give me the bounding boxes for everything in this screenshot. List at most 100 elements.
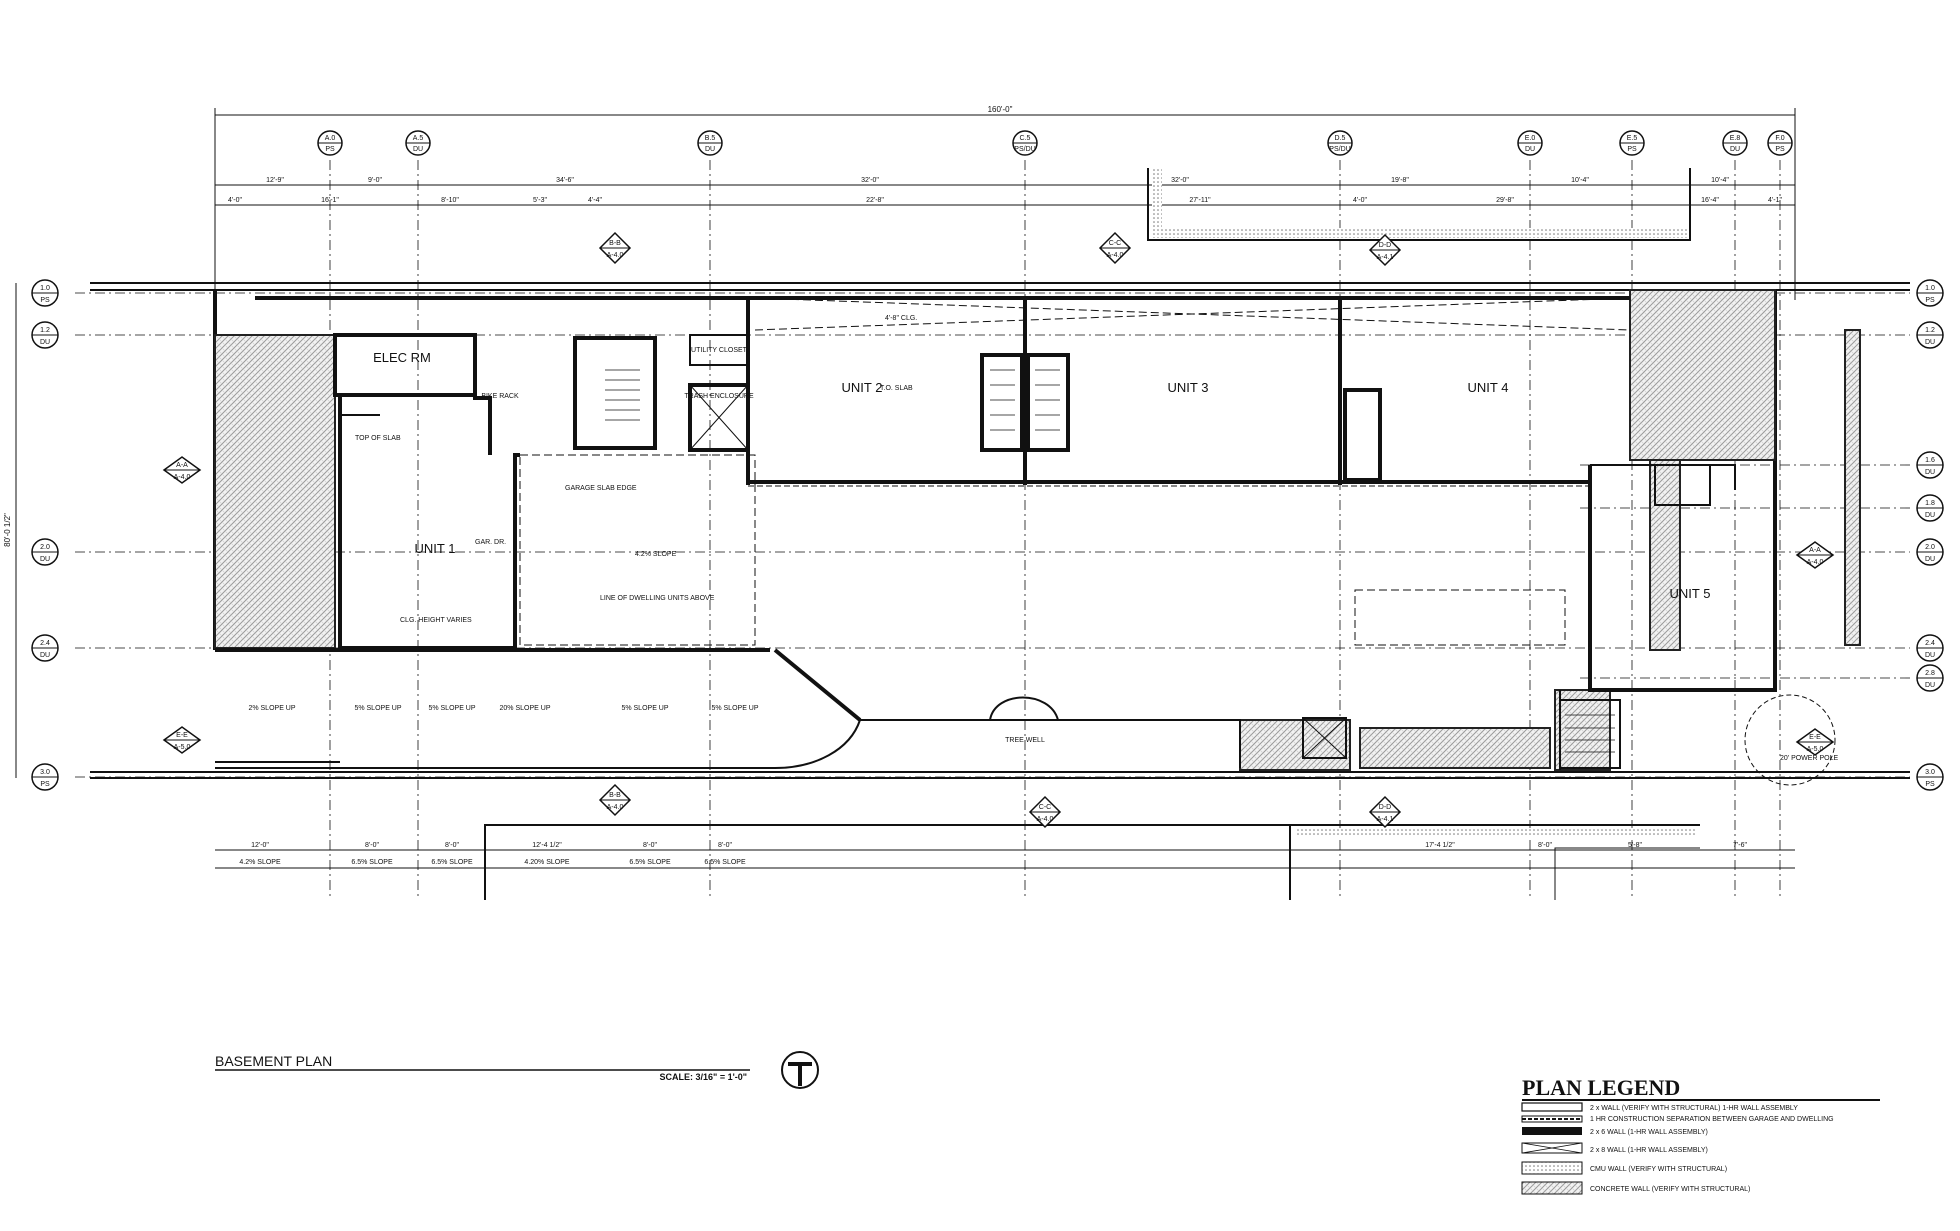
dim-text: 4'-1" [1768,197,1782,204]
dim-text: 8'-0" [365,842,379,849]
svg-text:DU: DU [413,146,423,153]
grid-bubble: 3.0PS [31,763,59,791]
slope-label: 4.2% SLOPE [239,859,281,866]
grid-bubbles-left: 1.0PS 1.2DU 2.0DU 2.4DU 3.0PS [31,279,59,791]
section-mark-d-d-top: D-D A-4.1 [1368,233,1402,267]
svg-text:A-4.0: A-4.0 [1037,816,1054,823]
dim-text: 16'-4" [1701,197,1719,204]
dim-text: 10'-4" [1711,177,1729,184]
svg-text:A-4.0: A-4.0 [1107,252,1124,259]
svg-text:D-D: D-D [1379,242,1391,249]
slope-label: 6.5% SLOPE [704,859,746,866]
svg-text:PS: PS [40,297,50,304]
svg-text:1.2: 1.2 [1925,327,1935,334]
section-markers: A-AA-4.0 A-AA-4.0 E-EA-5.0 E-EA-5.0 B-BA… [162,231,1835,829]
grid-bubble: 2.8DU [1916,664,1944,692]
room-unit2: UNIT 2 [842,380,883,395]
svg-text:1.6: 1.6 [1925,457,1935,464]
svg-text:A-4.0: A-4.0 [607,252,624,259]
bike-rack-label: BIKE RACK [481,393,519,400]
svg-text:PS: PS [1925,781,1935,788]
svg-text:2.0: 2.0 [40,544,50,551]
legend-swatch [1521,1181,1583,1195]
drawing-title-text: BASEMENT PLAN [215,1053,332,1069]
svg-text:A-4.0: A-4.0 [174,474,191,481]
grid-bubble: E.8DU [1722,130,1748,156]
svg-text:E.5: E.5 [1627,135,1638,142]
svg-text:PS: PS [1925,297,1935,304]
svg-text:F.0: F.0 [1775,135,1784,142]
grid-bubble: 2.0DU [31,538,59,566]
drawing-scale: SCALE: 3/16" = 1'-0" [660,1072,747,1082]
dim-text: 8'-10" [441,197,459,204]
dim-text: 8'-0" [1538,842,1552,849]
svg-text:1.8: 1.8 [1925,500,1935,507]
section-mark-c-c-top: C-CA-4.0 [1098,231,1132,265]
trash-label: TRASH ENCLOSURE [684,393,754,400]
svg-text:3.0: 3.0 [40,769,50,776]
svg-text:DU: DU [1925,469,1935,476]
svg-text:B-B: B-B [609,792,621,799]
legend-item: 1 HR CONSTRUCTION SEPARATION BETWEEN GAR… [1590,1116,1834,1123]
svg-text:A-4.0: A-4.0 [607,804,624,811]
dim-text: 4'-4" [588,197,602,204]
adjacent-buildings [484,168,1700,900]
dim-text: 12'-4 1/2" [532,842,562,849]
grid-bubble: 2.4DU [31,634,59,662]
svg-text:DU: DU [705,146,715,153]
slopes-up-labels: 2% SLOPE UP 5% SLOPE UP 5% SLOPE UP 20% … [248,705,758,712]
room-elec: ELEC RM [373,350,431,365]
svg-text:A-A: A-A [1809,547,1821,554]
svg-text:DU: DU [1925,556,1935,563]
svg-text:1.2: 1.2 [40,327,50,334]
slope-label: 6.5% SLOPE [431,859,473,866]
grid-bubble: 1.0PS [31,279,59,307]
dim-text: 5'-8" [1628,842,1642,849]
note-line-dwelling: LINE OF DWELLING UNITS ABOVE [600,595,715,602]
svg-text:DU: DU [40,556,50,563]
section-mark-a-a-left: A-AA-4.0 [162,456,202,484]
svg-text:DU: DU [1925,512,1935,519]
svg-text:A-4.1: A-4.1 [1377,254,1394,261]
svg-text:E.8: E.8 [1730,135,1741,142]
slope-label: 5% SLOPE UP [428,705,475,712]
svg-text:PS: PS [1627,146,1637,153]
slope-label: 2% SLOPE UP [248,705,295,712]
svg-text:DU: DU [40,339,50,346]
slope-label: 6.5% SLOPE [351,859,393,866]
north-arrow-icon [781,1051,819,1089]
dim-text: 19'-8" [1391,177,1409,184]
svg-text:E-E: E-E [1809,734,1821,741]
dim-text: 7'-6" [1733,842,1747,849]
grid-bubble: D.5PS/DU [1327,130,1353,156]
room-labels: ELEC RM UNIT 1 UNIT 2 UNIT 3 UNIT 4 UNIT… [373,347,1710,744]
room-unit1: UNIT 1 [415,541,456,556]
svg-text:2.4: 2.4 [1925,640,1935,647]
grid-bubble: 1.2DU [31,321,59,349]
dims-bottom: 12'-0" 8'-0" 8'-0" 12'-4 1/2" 8'-0" 8'-0… [251,842,1747,849]
dim-text: 9'-0" [368,177,382,184]
section-mark-a-a-right: A-AA-4.0 [1795,541,1835,569]
utility-label: UTILITY CLOSET [691,347,748,354]
svg-text:A.0: A.0 [325,135,336,142]
section-mark-b-b-bottom: B-B A-4.0 [598,783,632,817]
slope-label: 5% SLOPE UP [711,705,758,712]
section-mark-c-c-bottom: C-CA-4.0 [1028,795,1062,829]
note-top-slab: TOP OF SLAB [355,435,401,442]
legend-item: CONCRETE WALL (VERIFY WITH STRUCTURAL) [1590,1186,1750,1193]
section-mark-b-b-top: B-BA-4.0 [598,231,632,265]
svg-text:3.0: 3.0 [1925,769,1935,776]
slope-label: 20% SLOPE UP [500,705,551,712]
legend-swatch [1521,1102,1583,1112]
dim-text: 34'-6" [556,177,574,184]
svg-text:PS: PS [1775,146,1785,153]
slope-label: 6.5% SLOPE [629,859,671,866]
svg-text:A-4.1: A-4.1 [1377,816,1394,823]
slope-label: 4.20% SLOPE [524,859,569,866]
dim-text: 5'-3" [533,197,547,204]
svg-text:D-D: D-D [1379,804,1391,811]
svg-text:DU: DU [1730,146,1740,153]
svg-text:1.0: 1.0 [40,285,50,292]
note-gar-dr: GAR. DR. [475,539,506,546]
